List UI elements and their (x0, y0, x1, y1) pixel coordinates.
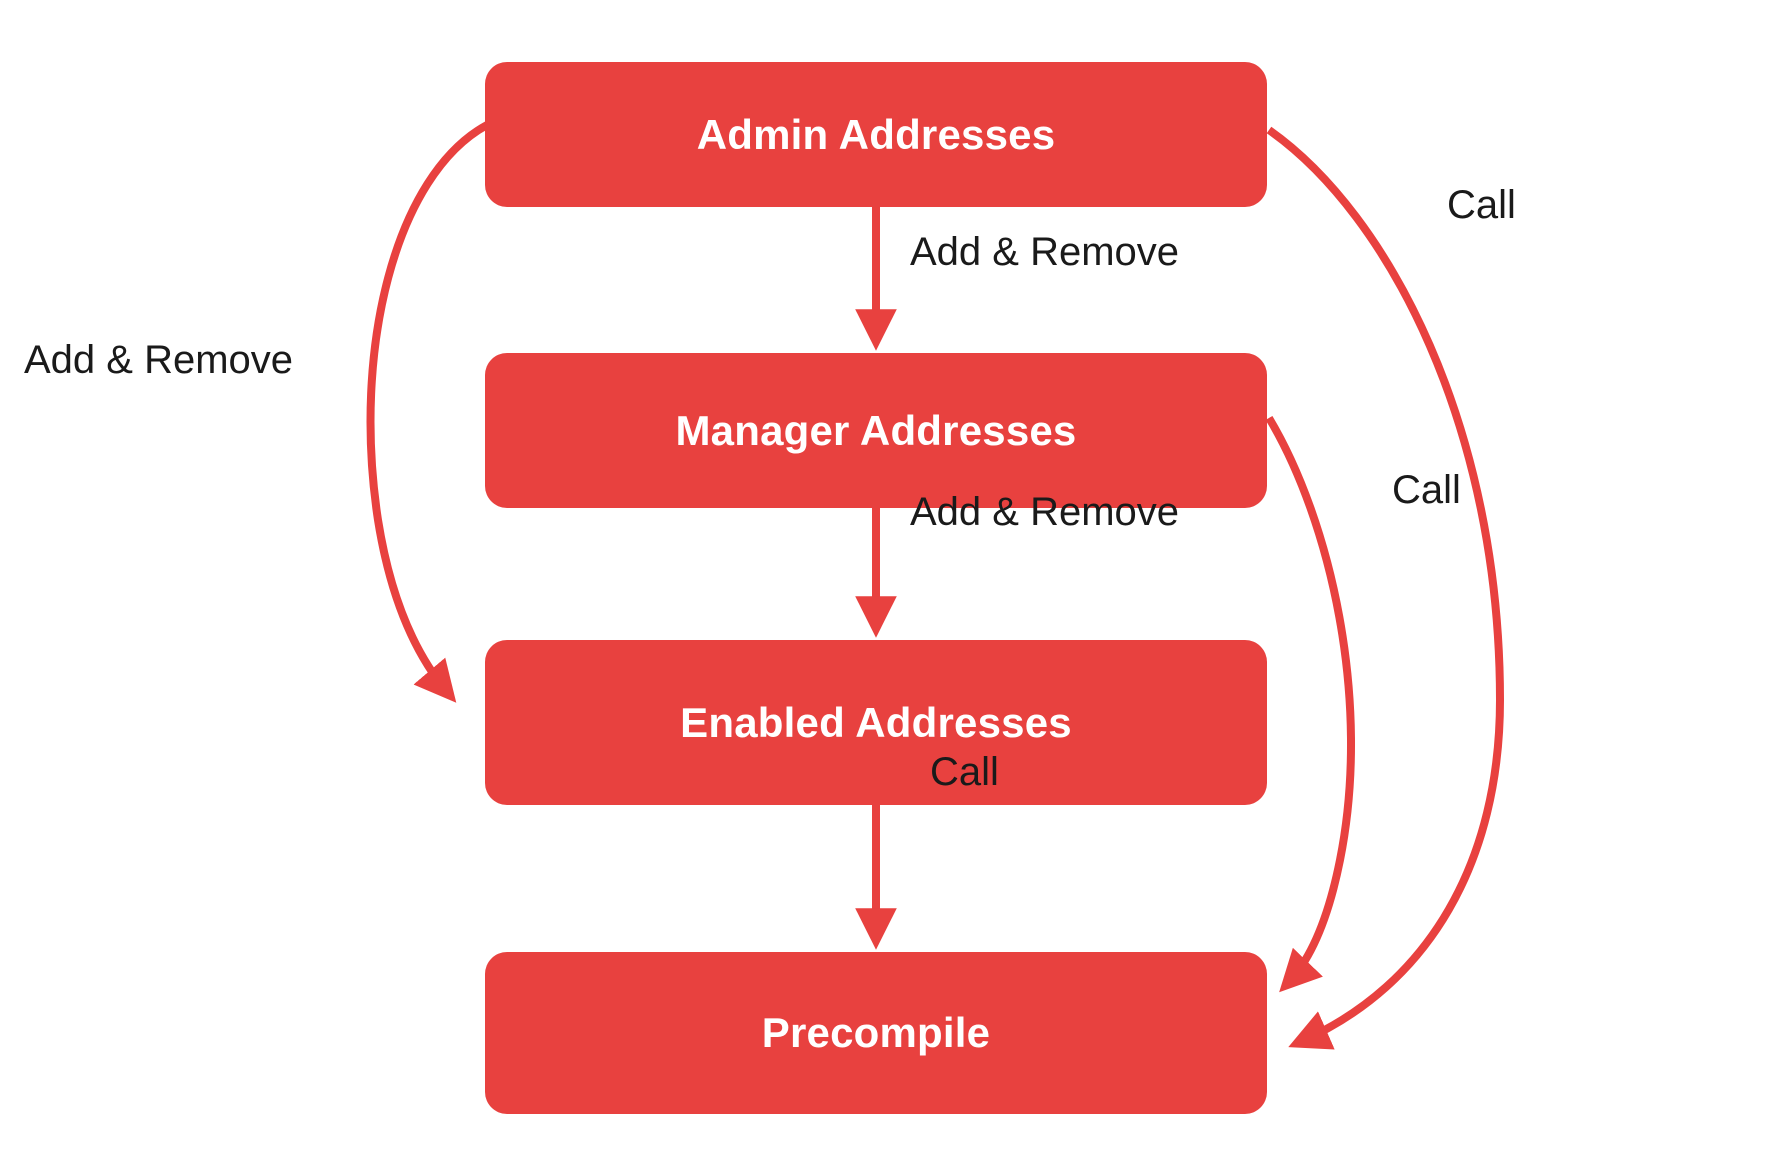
node-enabled-addresses-label: Enabled Addresses (680, 698, 1072, 746)
node-enabled-addresses[interactable]: Enabled Addresses (485, 640, 1267, 805)
edge-admin-enabled (366, 121, 489, 703)
edge-label-admin-precompile: Call (1447, 183, 1516, 227)
edge-label-manager-precompile: Call (1392, 468, 1461, 512)
node-precompile-label: Precompile (761, 1009, 991, 1056)
node-precompile[interactable]: Precompile (485, 952, 1267, 1114)
edge-label-manager-enabled: Add & Remove (910, 490, 1180, 534)
node-admin-addresses-label: Admin Addresses (696, 110, 1056, 158)
node-manager-addresses-label: Manager Addresses (675, 406, 1077, 454)
edge-label-admin-manager: Add & Remove (910, 230, 1180, 274)
edge-label-admin-enabled: Add & Remove (24, 338, 294, 382)
node-manager-addresses[interactable]: Manager Addresses (485, 353, 1267, 508)
edge-admin-precompile (1266, 126, 1505, 1050)
node-admin-addresses[interactable]: Admin Addresses (485, 62, 1267, 207)
edge-manager-precompile (1265, 415, 1355, 993)
edge-label-enabled-precompile: Call (930, 750, 999, 794)
